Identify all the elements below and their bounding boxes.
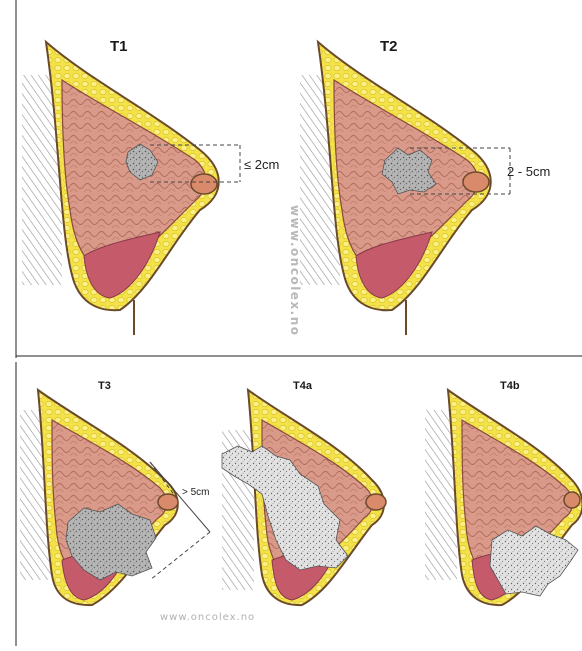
stage-label-t1: T1	[110, 38, 128, 55]
breast-t4b	[425, 390, 582, 605]
size-label-t2: 2 - 5cm	[507, 164, 550, 179]
stage-label-t3: T3	[98, 380, 111, 392]
nipple-t4b	[564, 492, 580, 508]
tumor-t4b	[490, 526, 578, 596]
stage-label-t2: T2	[380, 38, 398, 55]
nipple-t1	[191, 174, 217, 194]
nipple-t2	[463, 172, 489, 192]
size-label-t1: ≤ 2cm	[244, 157, 279, 172]
nipple-t3	[158, 494, 178, 510]
stage-label-t4a: T4a	[293, 380, 312, 392]
stage-label-t4b: T4b	[500, 380, 520, 392]
measure-line-bottom-t3	[150, 532, 210, 580]
size-label-t3: > 5cm	[182, 487, 210, 498]
breast-t1	[22, 42, 240, 335]
watermark-horizontal: www.oncolex.no	[160, 612, 255, 623]
breast-t2	[300, 42, 510, 335]
nipple-t4a	[366, 494, 386, 510]
breast-t4a	[222, 390, 386, 605]
watermark-vertical: www.oncolex.no	[272, 205, 302, 345]
